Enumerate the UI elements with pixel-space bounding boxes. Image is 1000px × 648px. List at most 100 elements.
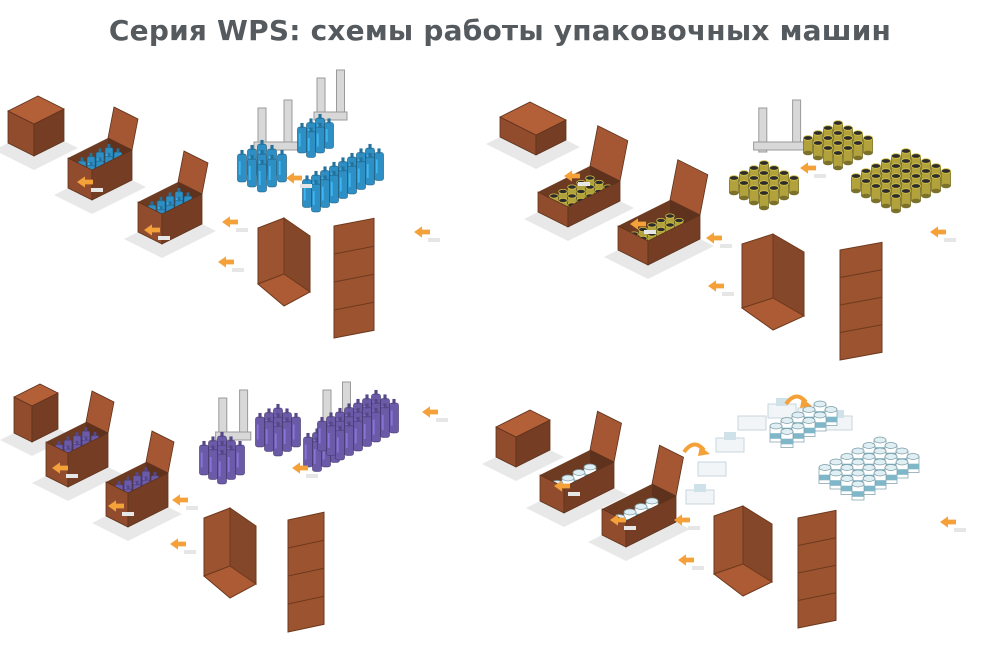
jar-icon <box>862 475 876 495</box>
can-icon <box>853 140 864 161</box>
jar-icon <box>873 469 887 490</box>
can-icon <box>941 168 952 189</box>
flow-arrow-icon <box>800 162 826 178</box>
bottle-icon <box>237 149 247 183</box>
jar-icon <box>802 417 816 437</box>
flow-arrow-icon <box>674 514 700 530</box>
bottle-icon <box>315 122 325 154</box>
can-icon <box>739 180 750 201</box>
jar-icon <box>818 464 832 484</box>
bottle-icon <box>356 157 366 190</box>
bottle-icon <box>353 416 363 452</box>
can-icon <box>901 188 912 209</box>
bottle-icon <box>389 398 399 434</box>
bottle-icon <box>255 412 265 448</box>
flow-arrow-icon <box>222 216 248 232</box>
folding-carton-blank <box>712 505 774 597</box>
can-icon <box>813 140 824 161</box>
flow-arrow-icon <box>930 226 956 242</box>
jar-icon <box>824 406 838 426</box>
jar-icon <box>884 464 898 484</box>
flow-arrow-icon <box>706 232 732 248</box>
can-icon <box>931 173 942 194</box>
can-icon <box>749 185 760 206</box>
bottle-icon <box>257 159 267 193</box>
bottle-icon <box>320 175 330 208</box>
carton-icon <box>0 383 72 456</box>
flow-arrow-icon <box>77 176 103 192</box>
bottle-icon <box>273 421 283 457</box>
bottle-icon <box>374 148 384 181</box>
scheme-purple-bottles <box>0 381 448 633</box>
can-icon <box>823 145 834 166</box>
can-icon <box>871 183 882 204</box>
flow-arrow-icon <box>286 172 312 188</box>
flow-arrow-icon <box>170 538 196 554</box>
bottle-icon <box>247 154 257 188</box>
flow-arrow-icon <box>940 516 966 532</box>
rotation-arrow-icon <box>784 394 812 408</box>
scheme-olive-cans <box>486 99 956 361</box>
flow-arrow-icon <box>108 500 134 516</box>
flow-arrow-icon <box>414 226 440 242</box>
jar-icon <box>851 480 865 501</box>
bottle-icon <box>208 445 218 480</box>
can-icon <box>911 183 922 204</box>
bottle-icon <box>362 412 372 447</box>
folding-carton-blank <box>257 217 311 307</box>
jar-icon <box>829 469 843 490</box>
jar-icon <box>813 411 827 432</box>
can-icon <box>729 175 740 196</box>
bottle-icon <box>303 432 313 468</box>
flow-arrow-icon <box>554 480 580 496</box>
scheme-blue-bottles <box>0 69 440 339</box>
can-icon <box>851 173 862 194</box>
bottle-icon <box>329 170 339 204</box>
bottle-icon <box>347 161 357 195</box>
flow-arrow-icon <box>292 462 318 478</box>
carton-icon <box>486 101 580 169</box>
flow-arrow-icon <box>144 224 170 240</box>
can-icon <box>861 178 872 199</box>
bottle-icon <box>235 440 245 476</box>
flow-arrow-icon <box>708 280 734 296</box>
flow-arrow-icon <box>52 462 78 478</box>
bottle-icon <box>365 152 375 186</box>
bottle-icon <box>217 449 227 485</box>
flow-arrow-icon <box>630 218 656 234</box>
bottle-icon <box>297 122 307 154</box>
can-icon <box>843 145 854 166</box>
flow-arrow-icon <box>422 406 448 422</box>
jar-icon <box>906 453 920 473</box>
can-icon <box>863 135 874 156</box>
flat-carton-blank <box>839 241 883 361</box>
bottle-icon <box>335 425 345 461</box>
bottle-icon <box>267 154 277 188</box>
flat-carton-blank <box>333 217 375 339</box>
flow-arrow-icon <box>172 494 198 510</box>
carton-icon <box>0 95 78 170</box>
bottle-icon <box>380 403 390 438</box>
flow-arrow-icon <box>564 170 590 186</box>
folding-carton-blank <box>740 233 806 331</box>
bottle-icon <box>277 149 287 183</box>
jar-icon <box>791 422 805 443</box>
bottle-icon <box>317 416 327 452</box>
can-icon <box>881 188 892 209</box>
flat-carton-blank <box>287 511 325 633</box>
bottle-icon <box>264 417 274 452</box>
bottle-icon <box>326 421 336 456</box>
flat-carton-blank <box>797 509 837 629</box>
bottle-icon <box>302 175 312 208</box>
scheme-white-jars <box>482 394 966 629</box>
can-icon <box>921 178 932 199</box>
jar-icon <box>895 458 909 479</box>
bottle-icon <box>324 118 334 149</box>
bottle-icon <box>199 440 209 476</box>
can-icon <box>891 193 902 214</box>
can-icon <box>779 180 790 201</box>
jar-icon <box>840 475 854 495</box>
flow-arrow-icon <box>218 256 244 272</box>
flow-arrow-icon <box>610 514 636 530</box>
